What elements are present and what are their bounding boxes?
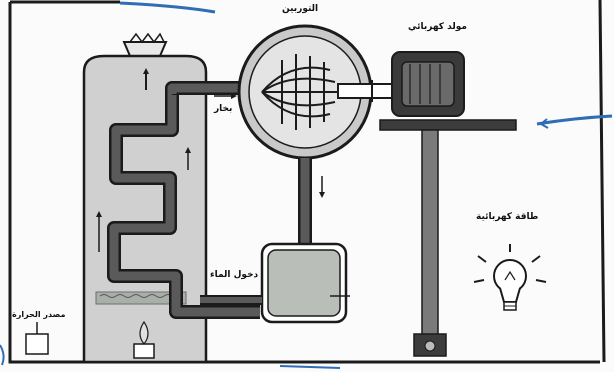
- water-in-label: دخول الماء: [210, 270, 259, 280]
- frame-border-right: [598, 0, 606, 363]
- turbine-label: التوربين: [282, 4, 319, 14]
- electric-energy-label: طاقة كهربائية: [476, 212, 539, 222]
- blue-annotation-arrow: [536, 114, 613, 126]
- flame-icon: [139, 320, 149, 345]
- coil-arrowhead-2: [185, 147, 191, 153]
- water-tank-inner: [267, 249, 341, 317]
- bulb-glow-rays: [473, 244, 547, 283]
- boiler-flow-arrowhead: [143, 68, 149, 74]
- turbine-shaft: [337, 83, 399, 99]
- coil-arrowhead-1: [96, 211, 102, 217]
- blue-annotation-top: [119, 1, 216, 14]
- chimney-smoke: [129, 32, 165, 44]
- light-bulb-icon: [493, 259, 527, 311]
- generator-label: مولد كهربائي: [408, 22, 467, 32]
- generator-platform: [379, 119, 517, 131]
- boiler-chimney: [122, 41, 168, 57]
- condensate-arrowhead: [319, 192, 325, 198]
- burner: [133, 343, 155, 359]
- generator-core: [401, 61, 455, 107]
- generator-ribs: [409, 64, 441, 104]
- pole-base-bolt: [424, 340, 436, 352]
- fan-blades-icon: [261, 54, 338, 130]
- blue-annotation-bottom: [279, 365, 341, 369]
- steam-pipe: [167, 83, 262, 94]
- water-ripples: [99, 294, 173, 298]
- steam-arrowhead: [231, 93, 237, 99]
- blue-arrowhead: [540, 118, 549, 129]
- blue-annotation-left: [0, 344, 5, 366]
- heat-source-box: [25, 333, 49, 355]
- frame-border-left-bottom: [8, 2, 600, 364]
- steam-label: بخار: [214, 104, 233, 114]
- heat-source-label: مصدر الحرارة: [12, 310, 66, 319]
- generator-pole: [421, 129, 439, 343]
- coil-pipe: [109, 92, 260, 317]
